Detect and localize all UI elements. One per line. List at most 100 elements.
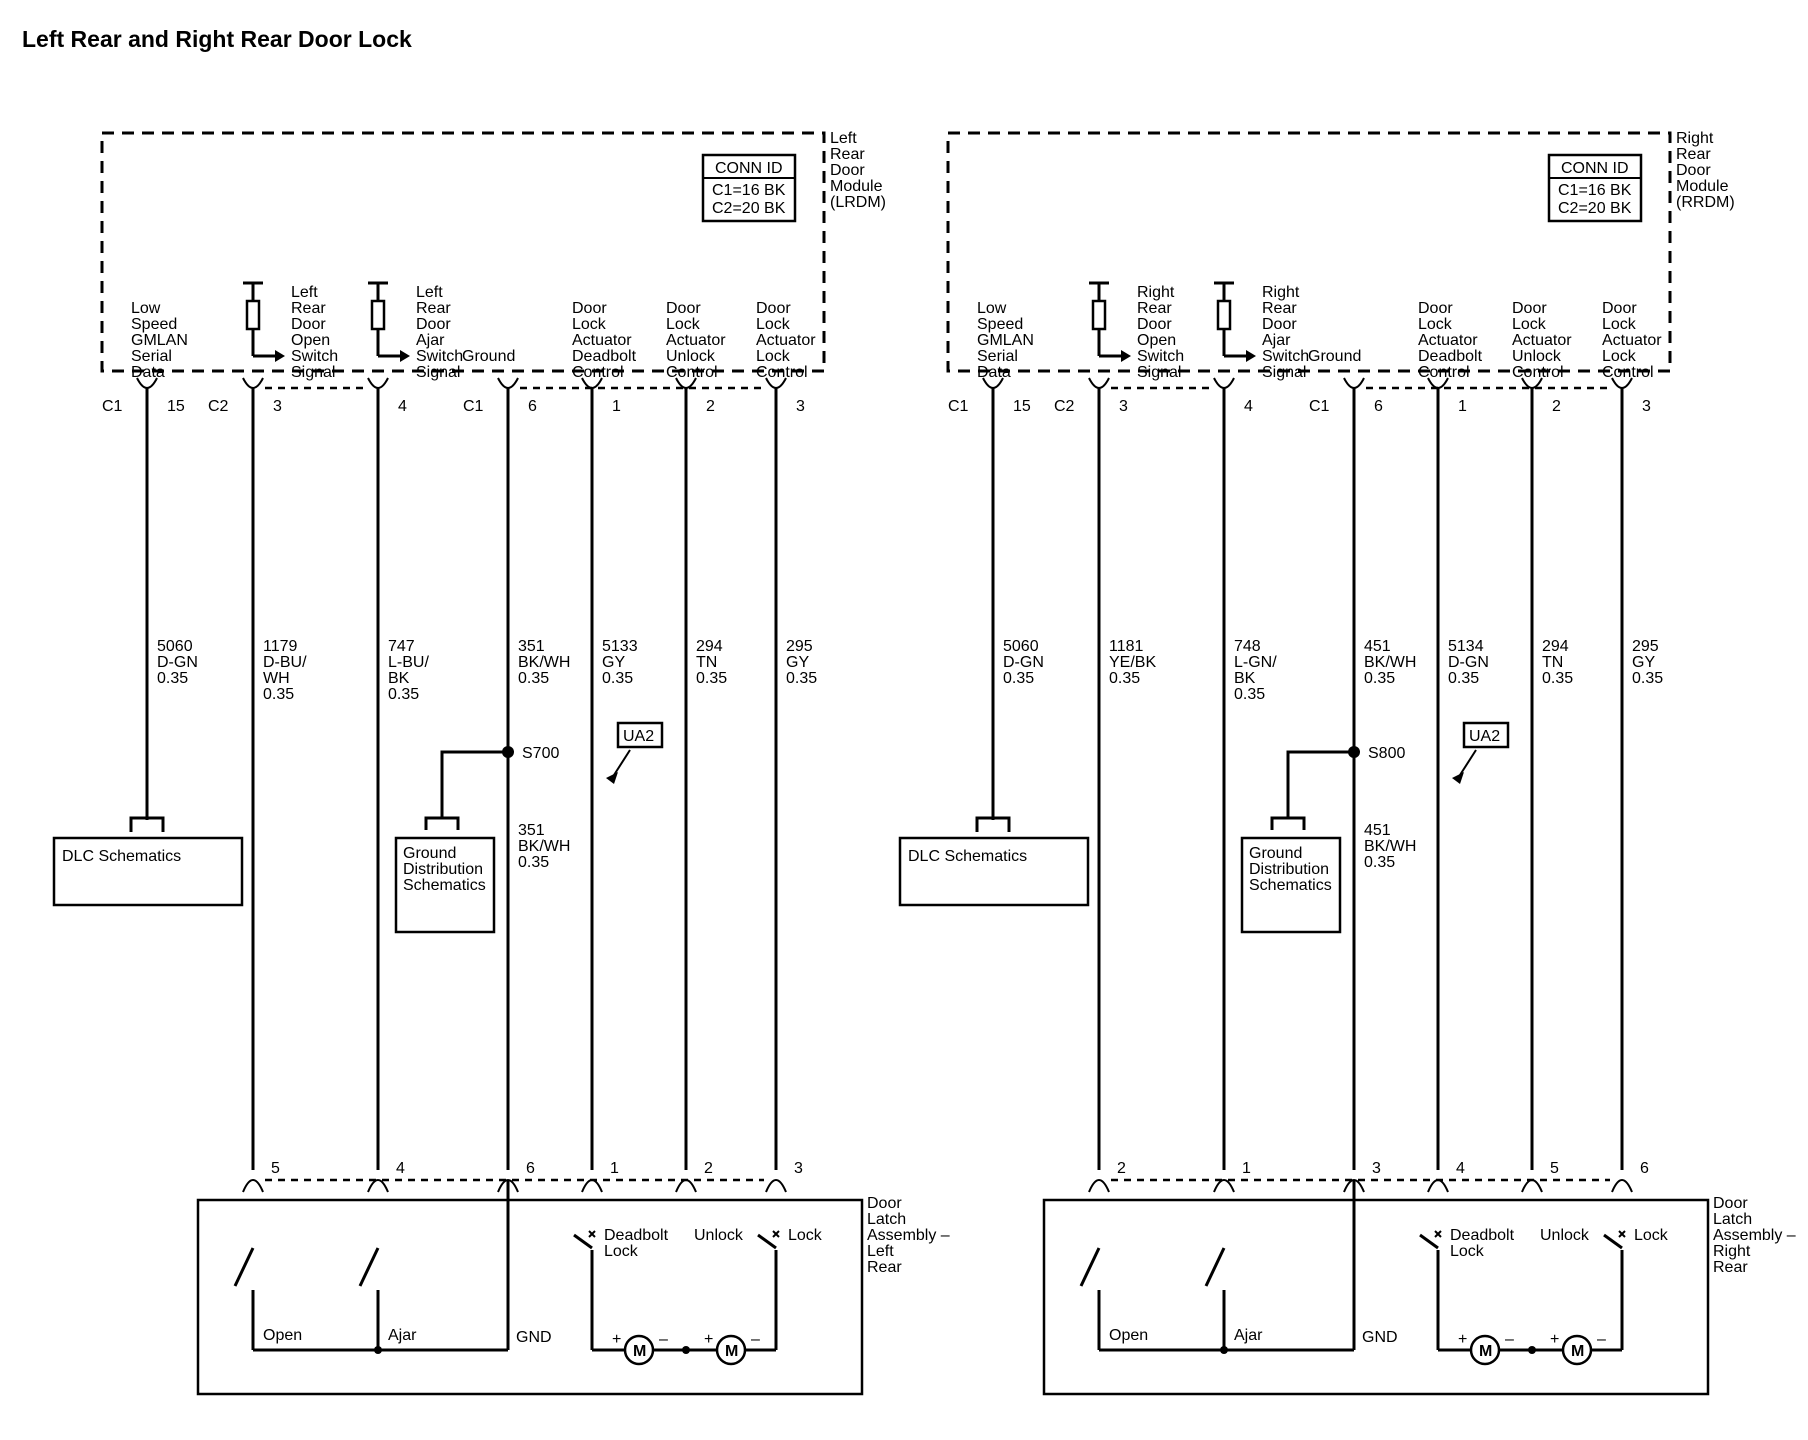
latch-pin-number: 1 (1242, 1160, 1251, 1177)
ground-box-label-line: Ground (1249, 845, 1302, 862)
circuit-label: Ground (462, 348, 515, 365)
wire-spec-line: 5060 (1003, 638, 1039, 655)
wire-spec-line: 1179 (263, 638, 298, 655)
wire-spec-line: 0.35 (157, 670, 188, 687)
dlc-connector (129, 816, 165, 832)
module-label-line: (LRDM) (830, 194, 886, 211)
pin-number: 6 (1374, 398, 1383, 415)
plus-sign: + (612, 1331, 621, 1348)
junction-dot (682, 1346, 690, 1354)
circuit-label-line: Deadbolt (1418, 348, 1483, 365)
switch-label: Open (263, 1327, 302, 1344)
circuit-label-line: Low (131, 300, 161, 317)
circuit-label-line: Actuator (572, 332, 632, 349)
circuit-label-line: Data (131, 364, 165, 381)
circuit-label-line: Ajar (1262, 332, 1291, 349)
latch-pin-number: 2 (1117, 1160, 1126, 1177)
door-latch-label-line: Door (867, 1195, 902, 1212)
connector-id: C1 (102, 398, 123, 415)
switch-label: Ajar (1234, 1327, 1263, 1344)
circuit-label-line: Unlock (1512, 348, 1562, 365)
junction-dot (374, 1346, 382, 1354)
latch-pin-number: 1 (610, 1160, 619, 1177)
switch-label: Unlock (1540, 1227, 1590, 1244)
wire-spec-line: 451 (1364, 638, 1391, 655)
circuit-label-line: Speed (131, 316, 177, 333)
connector-id: C2 (1054, 398, 1075, 415)
door-latch-label-line: Latch (1713, 1211, 1752, 1228)
resistor-icon (370, 299, 386, 331)
motor-icon (1561, 1334, 1593, 1366)
circuit-label-line: Actuator (1418, 332, 1478, 349)
latch-pin-number: 5 (271, 1160, 280, 1177)
pin-number: 1 (612, 398, 621, 415)
wire-spec-line: 0.35 (1003, 670, 1034, 687)
module-label-line: Rear (830, 146, 865, 163)
pin-number: 4 (1244, 398, 1253, 415)
circuit-label-line: Door (1137, 316, 1172, 333)
wire-spec-line: TN (696, 654, 717, 671)
wire-spec-line: GY (786, 654, 809, 671)
circuit-label-line: Door (1418, 300, 1453, 317)
circuit-label-line: Door (291, 316, 326, 333)
motor-label: M (1571, 1343, 1584, 1360)
circuit-label-line: Switch (1137, 348, 1184, 365)
splice-label: S700 (522, 745, 559, 762)
switch-blade (1079, 1247, 1101, 1287)
wire-spec-line: 5060 (157, 638, 193, 655)
arrow-right-icon (1121, 350, 1131, 362)
circuit-label-line: Open (291, 332, 330, 349)
circuit-label-line: Lock (1602, 316, 1637, 333)
latch-pin-number: 6 (526, 1160, 535, 1177)
motor-label: M (725, 1343, 738, 1360)
wire-spec-line: 0.35 (1448, 670, 1479, 687)
ground-branch (1286, 750, 1354, 818)
switch-label-line: Deadbolt (1450, 1227, 1515, 1244)
circuit-label-line: Lock (572, 316, 607, 333)
wire-spec-line: D-GN (1003, 654, 1044, 671)
circuit-label-line: Door (572, 300, 607, 317)
ground-box-label-line: Distribution (403, 861, 483, 878)
ground-box-label-line: Distribution (1249, 861, 1329, 878)
switch-label-line: Lock (1450, 1243, 1485, 1260)
door-latch-box (1042, 1198, 1710, 1396)
circuit-label-line: Control (1512, 364, 1564, 381)
circuit-label-line: Open (1137, 332, 1176, 349)
wire-spec-line: D-BU/ (263, 654, 307, 671)
circuit-label-line: Door (1602, 300, 1637, 317)
wire-spec-lower-line: 0.35 (1364, 854, 1395, 871)
door-latch-label-line: Right (1713, 1243, 1751, 1260)
terminal-icon (1213, 1179, 1235, 1193)
minus-sign: – (1597, 1331, 1606, 1348)
pin-number: 3 (1642, 398, 1651, 415)
wire-spec-line: BK (388, 670, 410, 687)
wire-spec-line: GY (602, 654, 625, 671)
pin-number: 3 (1119, 398, 1128, 415)
circuit-label-line: Left (291, 284, 318, 301)
junction-dot (1528, 1346, 1536, 1354)
ua-pointer (613, 749, 631, 776)
pin-number: 15 (1013, 398, 1031, 415)
terminal-icon (1521, 1179, 1543, 1193)
circuit-label-line: Switch (291, 348, 338, 365)
wire-spec-line: 295 (1632, 638, 1659, 655)
wire-spec-line: 0.35 (1364, 670, 1395, 687)
wire-spec-line: GY (1632, 654, 1655, 671)
wire-spec-line: WH (263, 670, 290, 687)
circuit-label-line: Serial (977, 348, 1018, 365)
circuit-label: Ground (1308, 348, 1361, 365)
ground-branch (440, 750, 508, 818)
